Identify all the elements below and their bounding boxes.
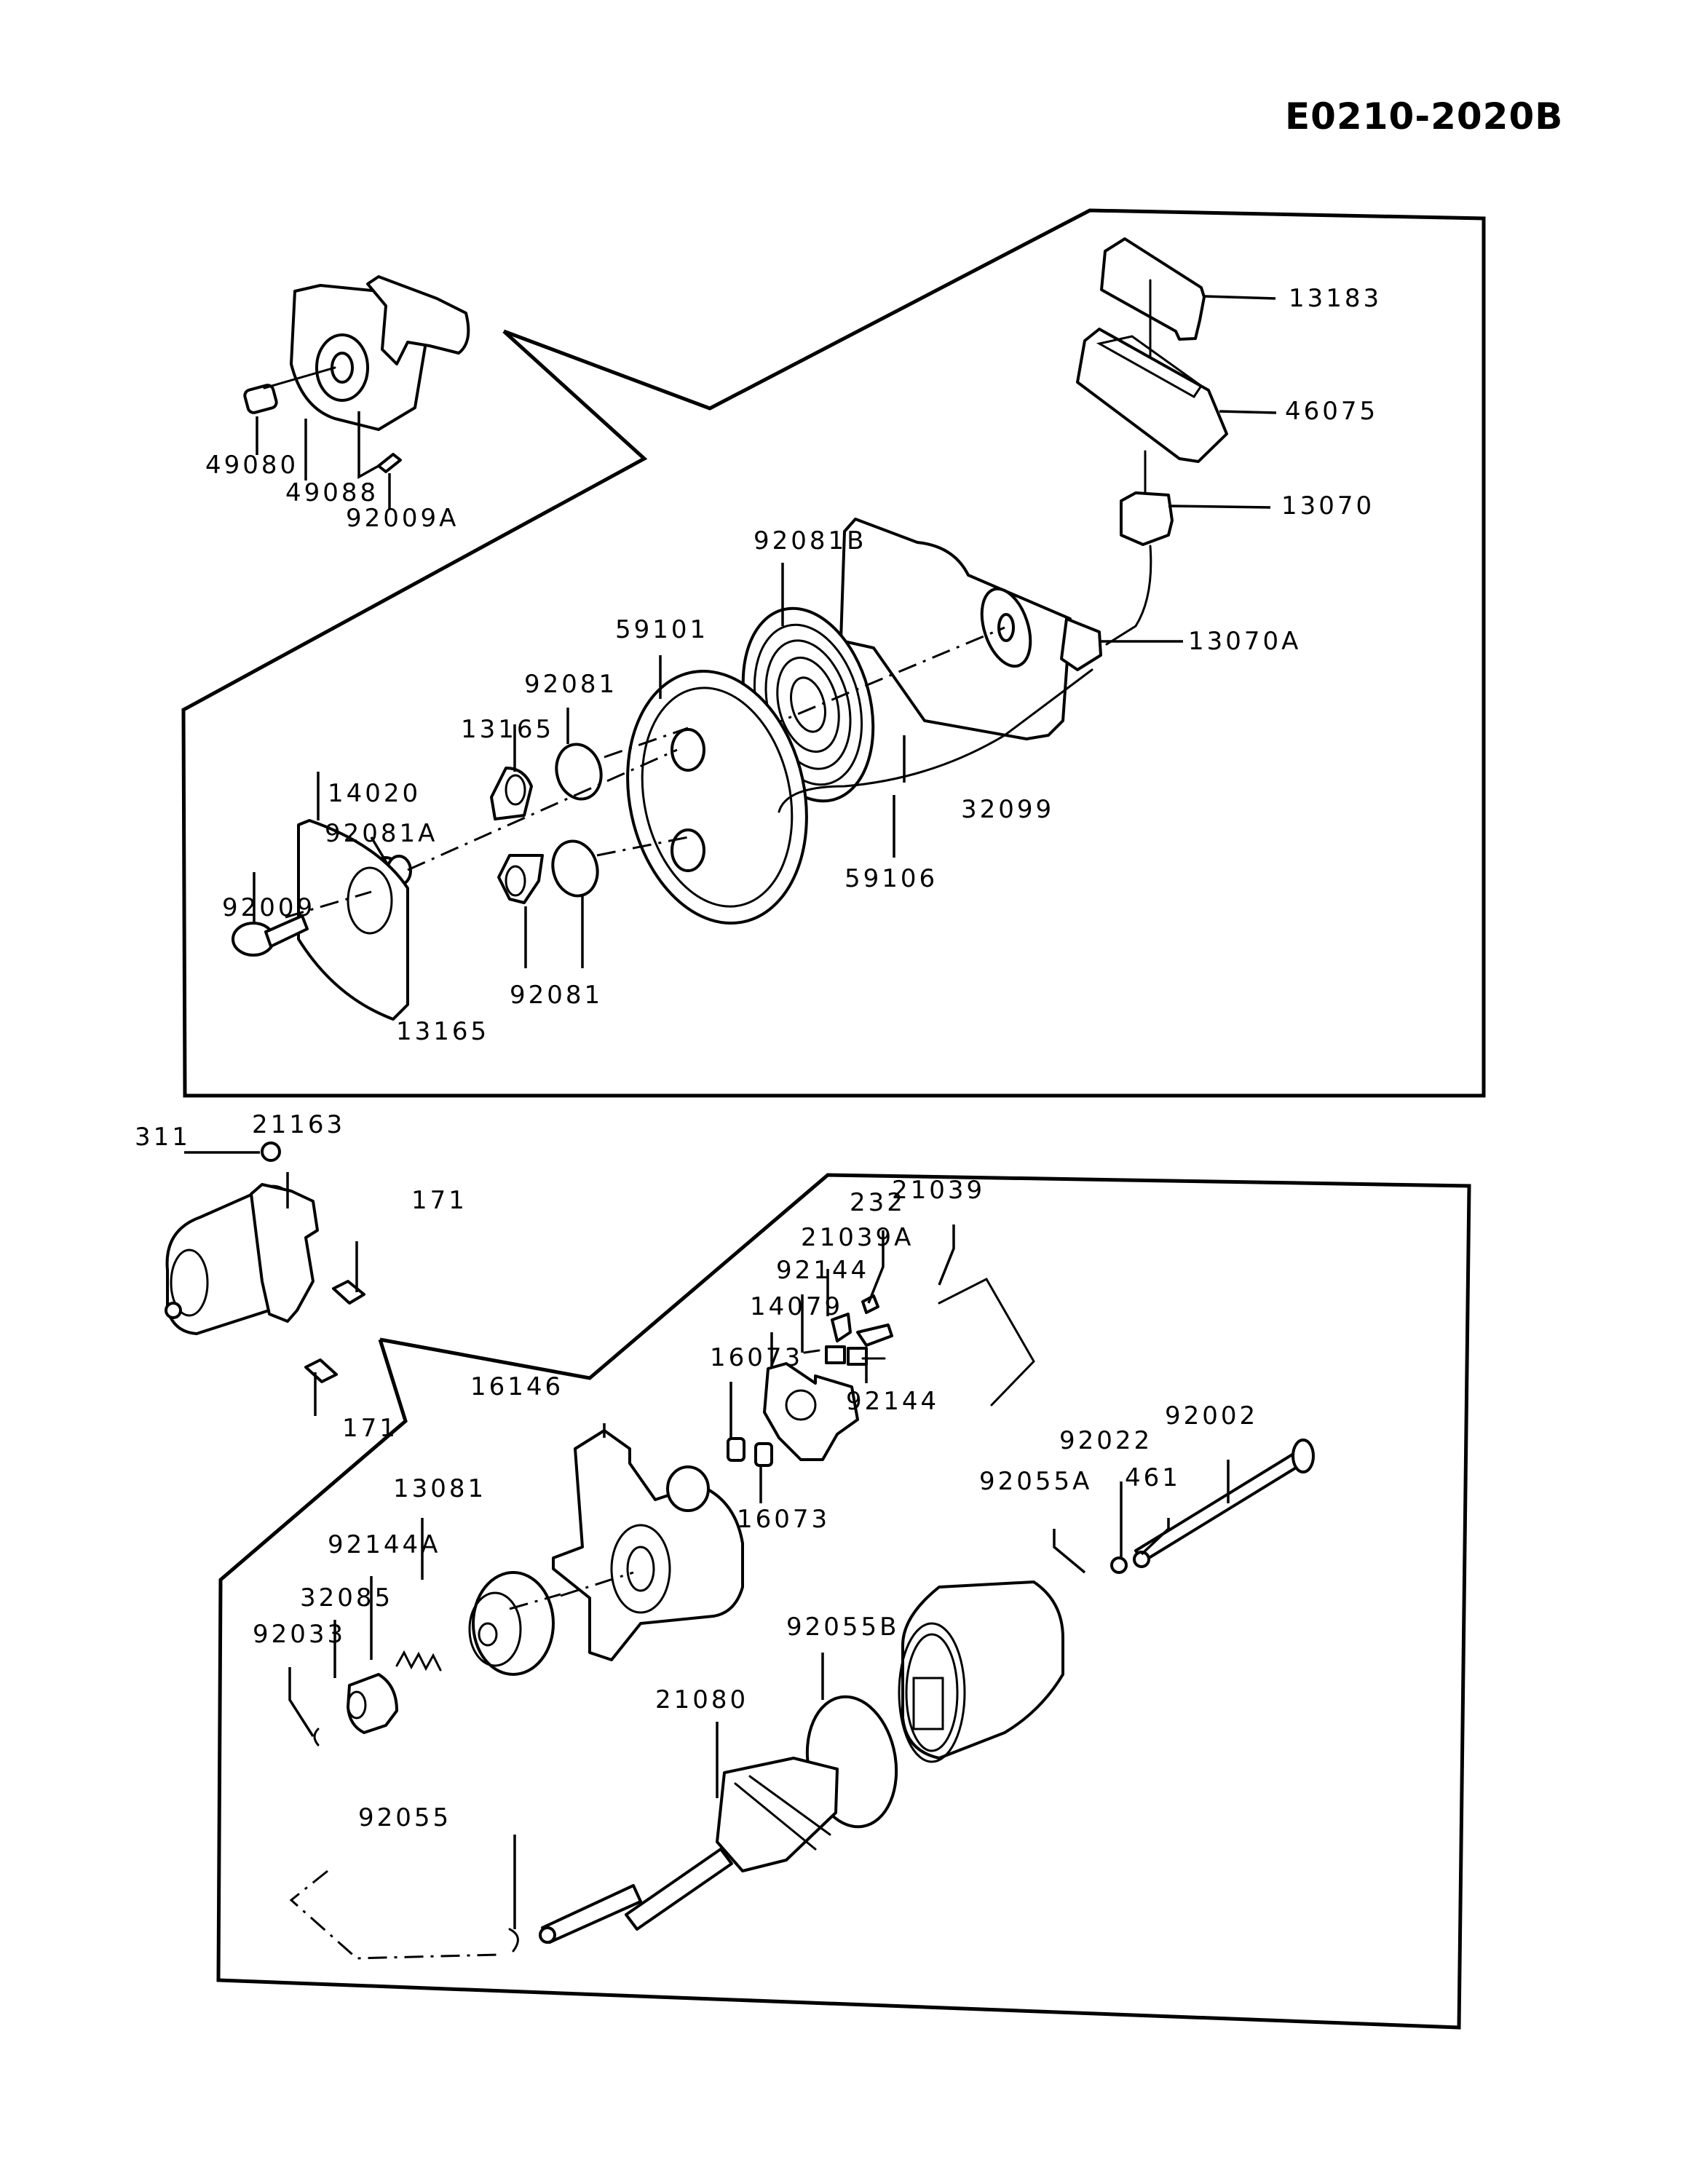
callout-92009A: 92009A (346, 504, 459, 533)
part-59101-pulley-reel (605, 654, 1092, 940)
callout-92081B: 92081B (753, 526, 867, 555)
part-32085-stopper (335, 1620, 397, 1733)
callout-92081A: 92081A (325, 819, 438, 848)
callout-92081-upper: 92081 (524, 670, 618, 699)
part-92055-o-ring (291, 1835, 518, 1958)
callout-171-lower: 171 (342, 1414, 398, 1443)
callout-92009: 92009 (222, 893, 316, 922)
part-13165-pawl-upper (491, 724, 531, 819)
part-92081-spring-upper (550, 708, 688, 804)
callout-21080: 21080 (655, 1685, 749, 1714)
callout-59101: 59101 (615, 615, 709, 644)
callout-13070: 13070 (1281, 491, 1375, 521)
callout-49080: 49080 (205, 451, 299, 480)
callout-92033: 92033 (253, 1620, 347, 1649)
callout-232: 232 (850, 1188, 906, 1217)
callout-59106: 59106 (844, 864, 938, 893)
part-171-stud-upper (333, 1281, 364, 1303)
part-32099-starter-case (841, 519, 1183, 783)
part-46075-handle (1077, 329, 1276, 462)
part-brush-set (802, 1224, 1034, 1405)
callout-461: 461 (1125, 1463, 1181, 1492)
callout-171-upper: 171 (411, 1186, 467, 1215)
callout-92144A: 92144A (328, 1530, 441, 1559)
part-92022-washer (1112, 1481, 1126, 1572)
part-13070-rope-guide (1107, 451, 1270, 644)
part-92081-spring-lower (547, 836, 688, 968)
callout-14020: 14020 (328, 779, 422, 808)
part-13081-pinion (422, 1518, 561, 1674)
callout-92002: 92002 (1165, 1401, 1259, 1431)
callout-13081: 13081 (393, 1474, 487, 1503)
callout-16073-lower: 16073 (737, 1505, 831, 1534)
callout-13165-upper: 13165 (461, 715, 555, 744)
recoil-overview-drawing (244, 277, 469, 510)
part-171-stud-lower (306, 1360, 336, 1382)
part-49080-knob (244, 384, 278, 414)
part-yoke-housing (899, 1582, 1063, 1762)
part-92055A-o-ring (1054, 1529, 1085, 1572)
electric-overview-drawing (166, 1143, 364, 1416)
part-92009A-screw (379, 454, 400, 472)
part-461-lock-washer (1134, 1518, 1168, 1567)
part-14079-brush-holder (764, 1332, 858, 1460)
callout-92055: 92055 (358, 1803, 452, 1832)
part-21080-armature (540, 1722, 837, 1942)
callout-13165-lower: 13165 (396, 1017, 490, 1046)
callout-21163: 21163 (252, 1110, 346, 1139)
callout-13183: 13183 (1289, 284, 1383, 313)
callout-14079: 14079 (750, 1292, 844, 1321)
part-92002-through-bolt (1136, 1440, 1313, 1562)
callout-46075: 46075 (1285, 397, 1379, 426)
callout-16073-upper: 16073 (710, 1343, 804, 1372)
recoil-exploded-frame (183, 210, 1484, 1096)
callout-49088: 49088 (285, 478, 379, 507)
callout-32099: 32099 (961, 795, 1055, 824)
diagram-code: E0210-2020B (1285, 95, 1564, 138)
callout-21039A: 21039A (801, 1223, 914, 1252)
part-92144A-spring (371, 1576, 440, 1670)
part-16146-end-housing (553, 1423, 743, 1660)
callout-311: 311 (135, 1123, 191, 1152)
callout-21039: 21039 (892, 1176, 986, 1205)
callout-92055A: 92055A (979, 1467, 1093, 1496)
part-92033-circlip (290, 1667, 318, 1745)
callout-92144-upper: 92144 (776, 1256, 870, 1285)
part-16073-bushing-upper (728, 1382, 744, 1460)
callout-92055B: 92055B (786, 1613, 900, 1642)
callout-92081-lower: 92081 (510, 981, 604, 1010)
callout-13070A: 13070A (1188, 627, 1302, 656)
electric-exploded-frame (218, 1175, 1469, 2027)
callout-92022: 92022 (1059, 1426, 1153, 1455)
part-16073-bushing-lower (756, 1444, 772, 1503)
callout-16146: 16146 (470, 1372, 564, 1401)
part-14020-cover-plate (298, 772, 408, 1019)
part-13165-pawl-lower (499, 855, 542, 968)
callout-92144-lower: 92144 (846, 1387, 940, 1416)
part-92009-screw (233, 872, 371, 955)
callout-32085: 32085 (300, 1583, 394, 1613)
